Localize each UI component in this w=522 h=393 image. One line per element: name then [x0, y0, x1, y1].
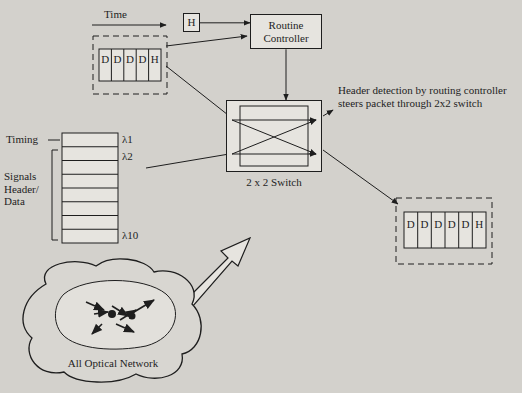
switch-label: 2 x 2 Switch [226, 176, 322, 189]
output-packet [404, 212, 486, 248]
cloud-label: All Optical Network [16, 357, 210, 370]
cell-letter: H [149, 53, 161, 66]
cell-letter: D [418, 218, 432, 231]
wavelength-label: λ1 [122, 133, 144, 146]
cell-letter: H [472, 218, 486, 231]
connector-arrow [286, 49, 287, 100]
signals-bracket [52, 150, 58, 240]
switch-box: 2 x 2 Switch [226, 100, 322, 189]
input-cells [111, 49, 148, 81]
switch-symbol [226, 100, 322, 172]
cell-letter: D [99, 53, 111, 66]
box-label: Routine Controller [255, 19, 317, 44]
wavelength-label: λ10 [122, 229, 148, 242]
note-text: Header detection by routing controller s… [338, 84, 518, 109]
input-packet [99, 49, 161, 81]
output-frame [396, 198, 492, 264]
cell-letter: D [111, 53, 123, 66]
cell-letter: D [445, 218, 459, 231]
signal-name: Signals Header/ Data [4, 170, 48, 208]
cell-letter: D [459, 218, 473, 231]
controller-box: Routine Controller [250, 14, 322, 49]
signal-name: Timing [6, 133, 48, 146]
time-arrow [92, 25, 166, 26]
switch-to-output [323, 150, 398, 204]
wavelength-rows [62, 147, 118, 230]
input-frame [93, 36, 167, 94]
network-arrow [186, 238, 250, 306]
packet-to-controller [166, 36, 247, 46]
switch-to-note [323, 110, 333, 116]
timing-leader [48, 140, 60, 141]
network-cloud: All Optical Network [16, 254, 210, 388]
wavelength-stack [62, 133, 118, 243]
cell-letter: D [404, 218, 418, 231]
header-box: H [183, 13, 200, 32]
cell-letter: D [136, 53, 148, 66]
output-cells [418, 212, 473, 248]
cell-letter: D [431, 218, 445, 231]
connector-arrow [200, 22, 250, 23]
time-label: Time [104, 8, 144, 21]
box-label: H [186, 16, 197, 29]
wavelength-label: λ2 [122, 150, 144, 163]
cell-letter: D [124, 53, 136, 66]
